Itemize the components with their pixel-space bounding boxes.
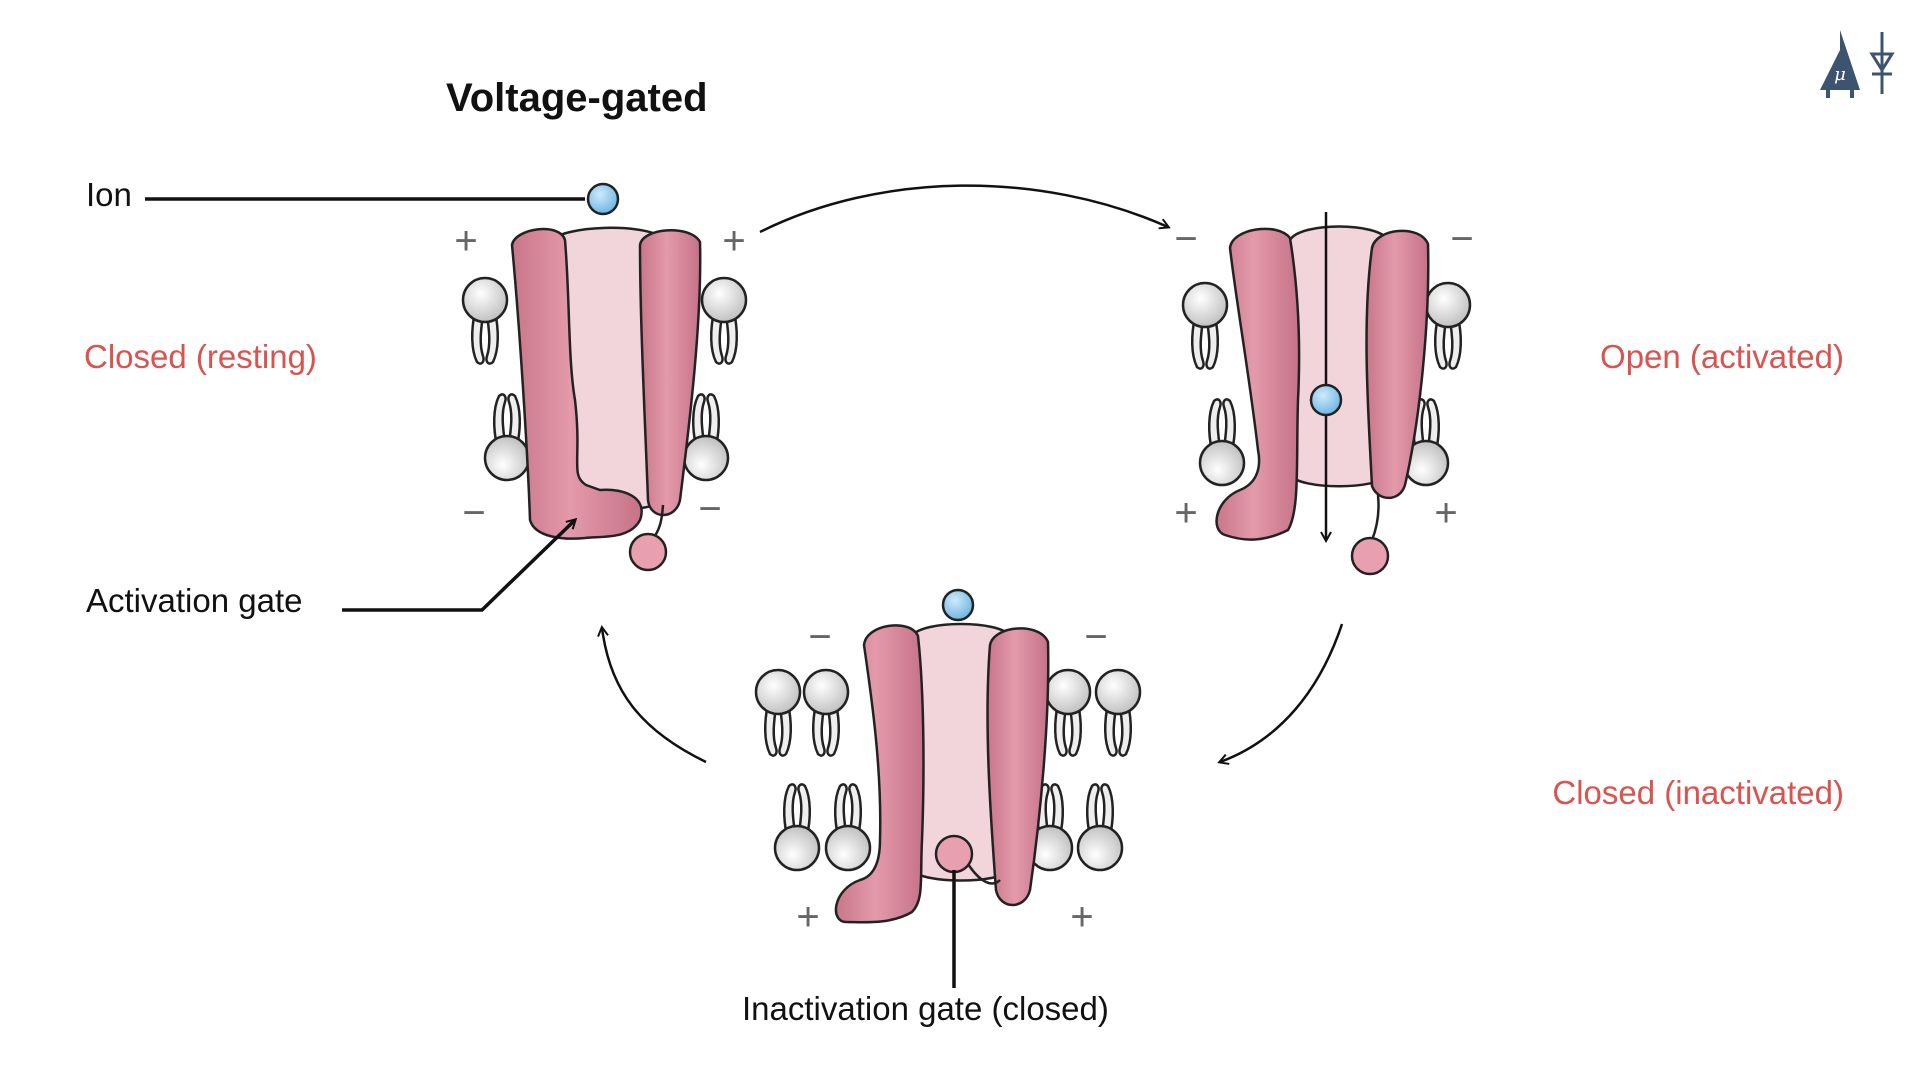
activation-gate-label: Activation gate — [86, 582, 303, 619]
charge-marks: − − + + — [1174, 217, 1473, 535]
ion-icon — [941, 588, 975, 622]
charge-minus: − — [1450, 217, 1473, 261]
charge-plus: + — [454, 219, 477, 263]
channel-resting: + + − − — [145, 182, 748, 612]
arrow-inactivated-to-resting — [602, 628, 707, 764]
ion-label: Ion — [86, 176, 132, 213]
charge-minus: − — [1174, 217, 1197, 261]
charge-plus: + — [796, 895, 819, 939]
state-label-activated: Open (activated) — [1600, 338, 1844, 375]
channel-inactivated: − − + + — [754, 588, 1142, 988]
charge-plus: + — [1174, 491, 1197, 535]
charge-marks: + + − − — [454, 219, 745, 535]
charge-minus: − — [462, 491, 485, 535]
logo-icon: μ — [1820, 30, 1895, 98]
channel-activated: − − + + — [1174, 212, 1474, 576]
arrow-open-to-inactivated — [1220, 623, 1344, 762]
inactivation-gate-label: Inactivation gate (closed) — [742, 990, 1109, 1027]
state-label-resting: Closed (resting) — [84, 338, 317, 375]
charge-marks: − − + + — [796, 615, 1107, 939]
charge-minus: − — [1084, 615, 1107, 659]
charge-plus: + — [1070, 895, 1093, 939]
charge-plus: + — [722, 219, 745, 263]
charge-minus: − — [698, 487, 721, 531]
ion-icon — [1309, 383, 1343, 417]
state-label-inactivated: Closed (inactivated) — [1552, 774, 1844, 811]
charge-minus: − — [808, 615, 831, 659]
charge-plus: + — [1434, 491, 1457, 535]
svg-text:μ: μ — [1834, 64, 1846, 85]
arrow-resting-to-open — [759, 184, 1168, 234]
page-title: Voltage-gated — [446, 76, 708, 120]
ion-icon — [586, 182, 620, 216]
